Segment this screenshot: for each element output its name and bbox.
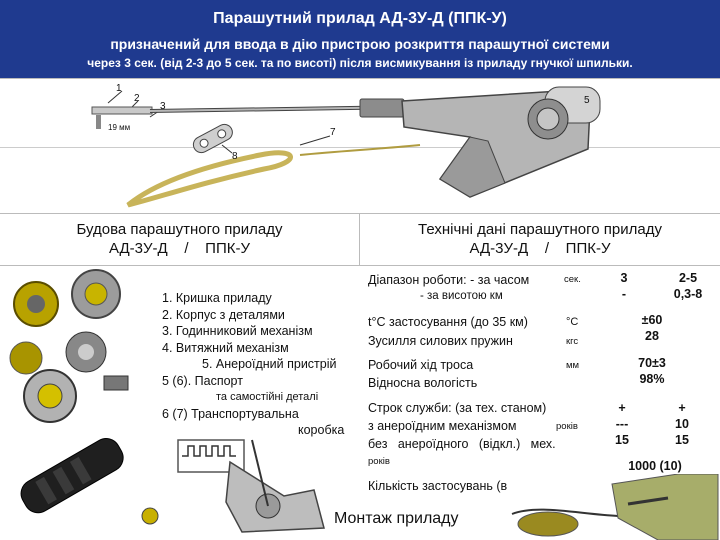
range-value-b: 2-5 0,3-8: [673, 271, 703, 301]
structure-section-title: Будова парашутного приладу АД-3У-Д / ППК…: [0, 214, 360, 266]
callout-3: 3: [160, 101, 166, 112]
stroke-label: Робочий хід троса: [368, 358, 474, 372]
service-life-unit: років: [556, 421, 578, 432]
callout-5: 5: [584, 95, 590, 106]
list-item: 4. Витяжний механізм: [162, 340, 289, 355]
service-life-label: Строк служби: (за тех. станом): [368, 401, 547, 415]
temp-unit: °С: [566, 316, 579, 328]
header-banner: Парашутний прилад АД-3У-Д (ППК-У) призна…: [0, 0, 720, 78]
dimension-label: 19 мм: [108, 123, 131, 132]
callout-8: 8: [232, 151, 238, 162]
callout-2: 2: [134, 93, 140, 104]
list-item: 2. Корпус з деталями: [162, 307, 285, 322]
list-item: 5 (6). Паспорт: [162, 373, 243, 388]
usage-count-value: 1000 (10): [628, 459, 682, 473]
force-unit: кгс: [566, 336, 579, 347]
service-life-no-aneroid: без анероїдного (відкл.) мех.: [368, 437, 556, 451]
humidity-label: Відносна вологість: [368, 376, 478, 390]
range-label: Діапазон роботи: - за часом: [368, 273, 530, 287]
force-label: Зусилля силових пружин: [368, 334, 513, 348]
list-item: коробка: [298, 423, 345, 437]
list-item: 3. Годинниковий механізм: [162, 324, 313, 338]
range-unit: сек.: [564, 274, 581, 285]
service-life-values-b: + 10 15: [675, 401, 689, 447]
page-subtitle: призначений для ввода в дію пристрою роз…: [110, 36, 610, 52]
mechanism-exploded-illustration: [9, 269, 159, 525]
stroke-unit: мм: [566, 360, 580, 371]
list-item: 1. Кришка приладу: [162, 291, 272, 305]
list-item: 5. Анероїдний пристрій: [202, 357, 337, 371]
device-assembly-illustration: [91, 86, 601, 208]
parts-list: 1. Кришка приладу 2. Корпус з деталями 3…: [162, 290, 352, 439]
range-altitude-label: - за висотою км: [420, 290, 503, 302]
service-life-values-a: + --- 15: [615, 401, 629, 447]
range-value-a: 3 -: [620, 271, 628, 301]
callout-1: 1: [116, 83, 122, 94]
clock-mechanism-illustration: [177, 439, 325, 533]
device-illustration-band: 1 2 3 5 7 8 19 мм: [0, 78, 720, 214]
page-title: Парашутний прилад АД-3У-Д (ППК-У): [213, 10, 507, 27]
band-divider: [0, 147, 720, 148]
montage-caption: Монтаж приладу: [334, 510, 459, 527]
stroke-humidity-values: 70±3 98%: [638, 356, 666, 386]
temp-force-values: ±60 28: [641, 313, 663, 343]
service-life-unit-2: років: [368, 456, 390, 467]
specs-section-title: Технічні дані парашутного приладу АД-3У-…: [360, 214, 720, 266]
mounting-hands-illustration: [511, 474, 719, 540]
service-life-aneroid: з анероїдним механізмом: [368, 419, 517, 433]
usage-count-label: Кількість застосувань (в: [368, 479, 508, 493]
page-subtitle-detail: через 3 сек. (від 2-3 до 5 сек. та по ви…: [87, 56, 633, 70]
temp-label: t°С застосування (до 35 км): [368, 315, 528, 329]
callout-7: 7: [330, 127, 336, 138]
list-item: та самостійні деталі: [216, 391, 319, 403]
list-item: 6 (7) Транспортувальна: [162, 406, 299, 421]
